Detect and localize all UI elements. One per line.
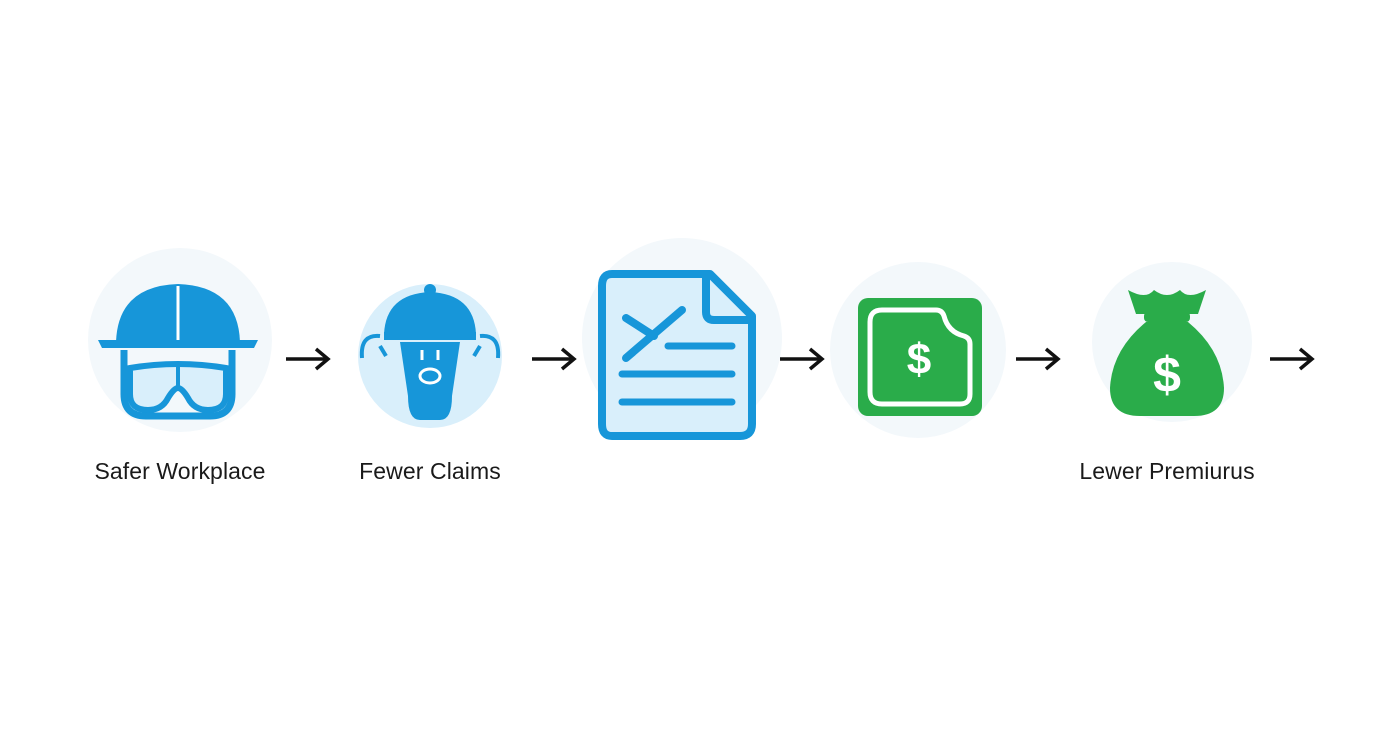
step-1-label: Safer Workplace: [94, 458, 266, 484]
step-2-fewer-claims: [356, 284, 504, 428]
arrow-right-icon: [780, 347, 825, 371]
step-5-label: Lewer Premiurus: [1079, 458, 1255, 484]
arrow-right-icon: [1016, 347, 1061, 371]
step-3-document: [598, 270, 756, 442]
step-5-lower-premiums: $: [1106, 284, 1228, 420]
arrow-right-icon: [1270, 347, 1315, 371]
step-1-safer-workplace: [96, 282, 260, 430]
money-bag-icon: $: [1110, 290, 1224, 416]
document-icon: [598, 270, 756, 440]
svg-text:$: $: [1153, 347, 1181, 403]
svg-text:$: $: [907, 335, 931, 384]
hard-hat-worker-icon: [358, 284, 502, 428]
arrow-right-icon: [286, 347, 331, 371]
step-2-label: Fewer Claims: [359, 458, 501, 484]
step-4-savings: $: [856, 296, 984, 418]
hard-hat-goggles-icon: [98, 284, 258, 420]
arrow-right-icon: [532, 347, 577, 371]
dollar-bill-icon: $: [858, 298, 982, 416]
